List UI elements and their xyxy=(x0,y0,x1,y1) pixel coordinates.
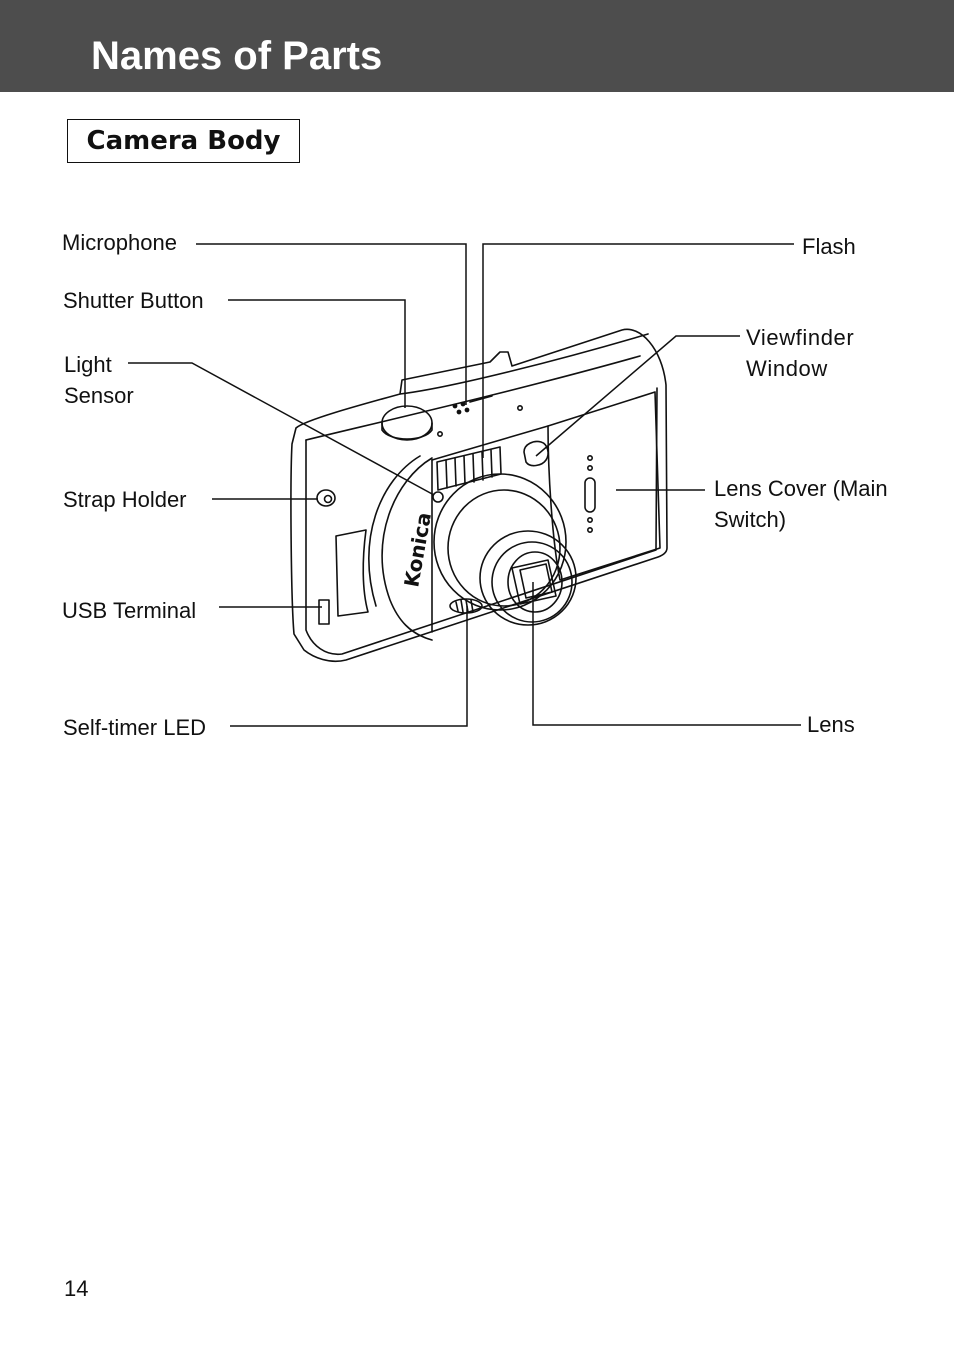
label-light-sensor: Light Sensor xyxy=(64,352,134,408)
leader-flash xyxy=(482,243,794,458)
leader-lines xyxy=(128,243,801,727)
leader-viewfinder-window xyxy=(535,335,740,457)
label-viewfinder-window: Viewfinder Window xyxy=(746,325,855,381)
label-microphone: Microphone xyxy=(62,230,177,255)
leader-lens xyxy=(532,582,801,726)
label-self-timer-led: Self-timer LED xyxy=(63,715,207,740)
label-flash: Flash xyxy=(802,234,856,259)
header-bar xyxy=(0,0,954,92)
leader-light-sensor xyxy=(128,362,435,496)
camera-illustration: Konica xyxy=(290,328,668,663)
label-lens: Lens xyxy=(807,712,855,737)
label-strap-holder: Strap Holder xyxy=(63,487,187,512)
lens-glass xyxy=(511,559,557,605)
leader-self-timer-led xyxy=(230,606,468,727)
section-title: Camera Body xyxy=(86,126,281,156)
leader-shutter-button xyxy=(228,299,406,408)
leader-microphone xyxy=(196,243,467,405)
section-heading-box: Camera Body xyxy=(67,119,300,163)
camera-diagram: Konica xyxy=(128,243,801,727)
label-lens-cover: Lens Cover (Main Switch) xyxy=(714,476,888,532)
page-number: 14 xyxy=(64,1276,89,1301)
viewfinder-window-shape xyxy=(523,440,549,467)
brand-mark: Konica xyxy=(399,511,436,589)
light-sensor-shape xyxy=(432,491,444,503)
camera-body-outline xyxy=(290,328,668,663)
label-shutter-button: Shutter Button xyxy=(63,288,204,313)
label-usb-terminal: USB Terminal xyxy=(62,598,197,623)
page-title: Names of Parts xyxy=(91,34,383,78)
lens-cover-panel xyxy=(547,391,661,581)
lens-barrel-outer xyxy=(433,473,567,611)
